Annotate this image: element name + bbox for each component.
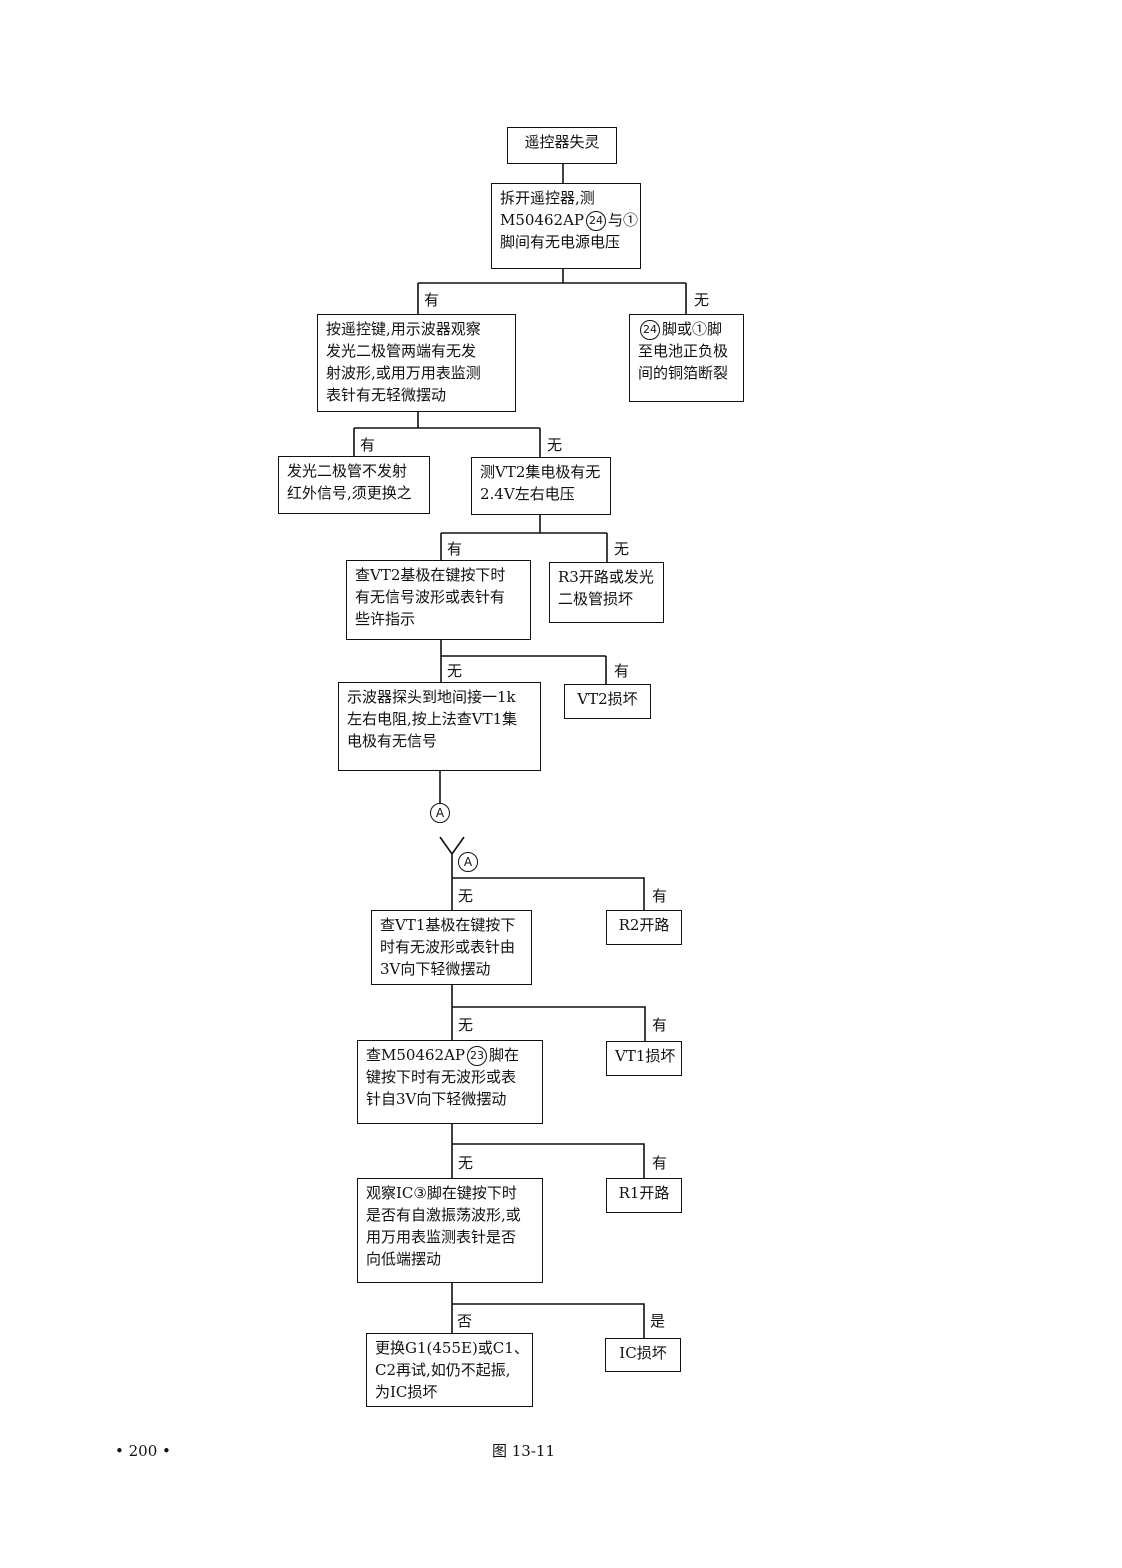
wire-q8-branch <box>451 1283 645 1338</box>
connector-a-circle-icon: A <box>458 852 478 872</box>
result-box-r2-open: R2开路 <box>606 910 682 945</box>
wire-q1-branch <box>417 269 687 314</box>
branch-label-yes: 有 <box>652 887 668 905</box>
branch-label-yes: 有 <box>360 436 376 454</box>
wire-q7-branch <box>451 1124 645 1178</box>
result-box-replace-led: 发光二极管不发射 红外信号,须更换之 <box>278 456 430 514</box>
branch-label-yes: 有 <box>447 540 463 558</box>
branch-label-no: 无 <box>458 1154 474 1172</box>
start-box: 遥控器失灵 <box>507 127 617 164</box>
result-box-ic-damaged: IC损坏 <box>605 1338 681 1372</box>
question-box-led-waveform: 按遥控键,用示波器观察 发光二极管两端有无发 射波形,或用万用表监测 表针有无轻… <box>317 314 516 412</box>
wire-q2-branch <box>353 412 541 457</box>
branch-label-no: 无 <box>547 436 563 454</box>
pin-23-circle-icon: 23 <box>467 1046 488 1066</box>
branch-label-no: 无 <box>458 887 474 905</box>
wire-q6-branch <box>451 985 646 1041</box>
pin-24-circle-icon: 24 <box>640 320 660 340</box>
result-box-vt1-damaged: VT1损坏 <box>606 1041 682 1076</box>
branch-label-no: 无 <box>614 540 630 558</box>
pin-24-circle-icon: 24 <box>586 211 607 231</box>
question-box-vt1-base: 查VT1基极在键按下 时有无波形或表针由 3V向下轻微摆动 <box>371 910 532 985</box>
branch-label-no: 无 <box>694 291 710 309</box>
question-box-vt2-base: 查VT2基极在键按下时 有无信号波形或表针有 些许指示 <box>346 560 531 640</box>
question-box-vt2-collector: 测VT2集电极有无 2.4V左右电压 <box>471 457 611 515</box>
question-box-ic-pin-3-oscillation: 观察IC③脚在键按下时 是否有自激振荡波形,或 用万用表监测表针是否 向低端摆动 <box>357 1178 543 1283</box>
question-box-vt1-collector: 示波器探头到地间接一1k 左右电阻,按上法查VT1集 电极有无信号 <box>338 682 541 771</box>
branch-label-yes: 有 <box>614 662 630 680</box>
wire-q3-branch <box>440 515 608 562</box>
result-box-vt2-damaged: VT2损坏 <box>564 684 651 719</box>
wire-q4-branch <box>440 640 607 684</box>
result-box-r3-or-led: R3开路或发光 二极管损坏 <box>549 562 664 623</box>
page-number: • 200 • <box>115 1442 171 1460</box>
branch-label-yes: 有 <box>652 1016 668 1034</box>
connector-a-circle-icon: A <box>430 803 450 823</box>
start-text: 遥控器失灵 <box>524 133 600 151</box>
result-box-r1-open: R1开路 <box>606 1178 682 1213</box>
branch-label-yes: 是 <box>650 1312 666 1330</box>
figure-caption: 图 13-11 <box>492 1442 556 1460</box>
wire-a-join <box>439 836 645 910</box>
branch-label-yes: 有 <box>424 291 440 309</box>
branch-label-no: 无 <box>447 662 463 680</box>
branch-label-no: 否 <box>457 1312 473 1330</box>
branch-label-no: 无 <box>458 1016 474 1034</box>
branch-label-yes: 有 <box>652 1154 668 1172</box>
result-box-replace-crystal: 更换G1(455E)或C1、 C2再试,如仍不起振, 为IC损坏 <box>366 1333 533 1407</box>
